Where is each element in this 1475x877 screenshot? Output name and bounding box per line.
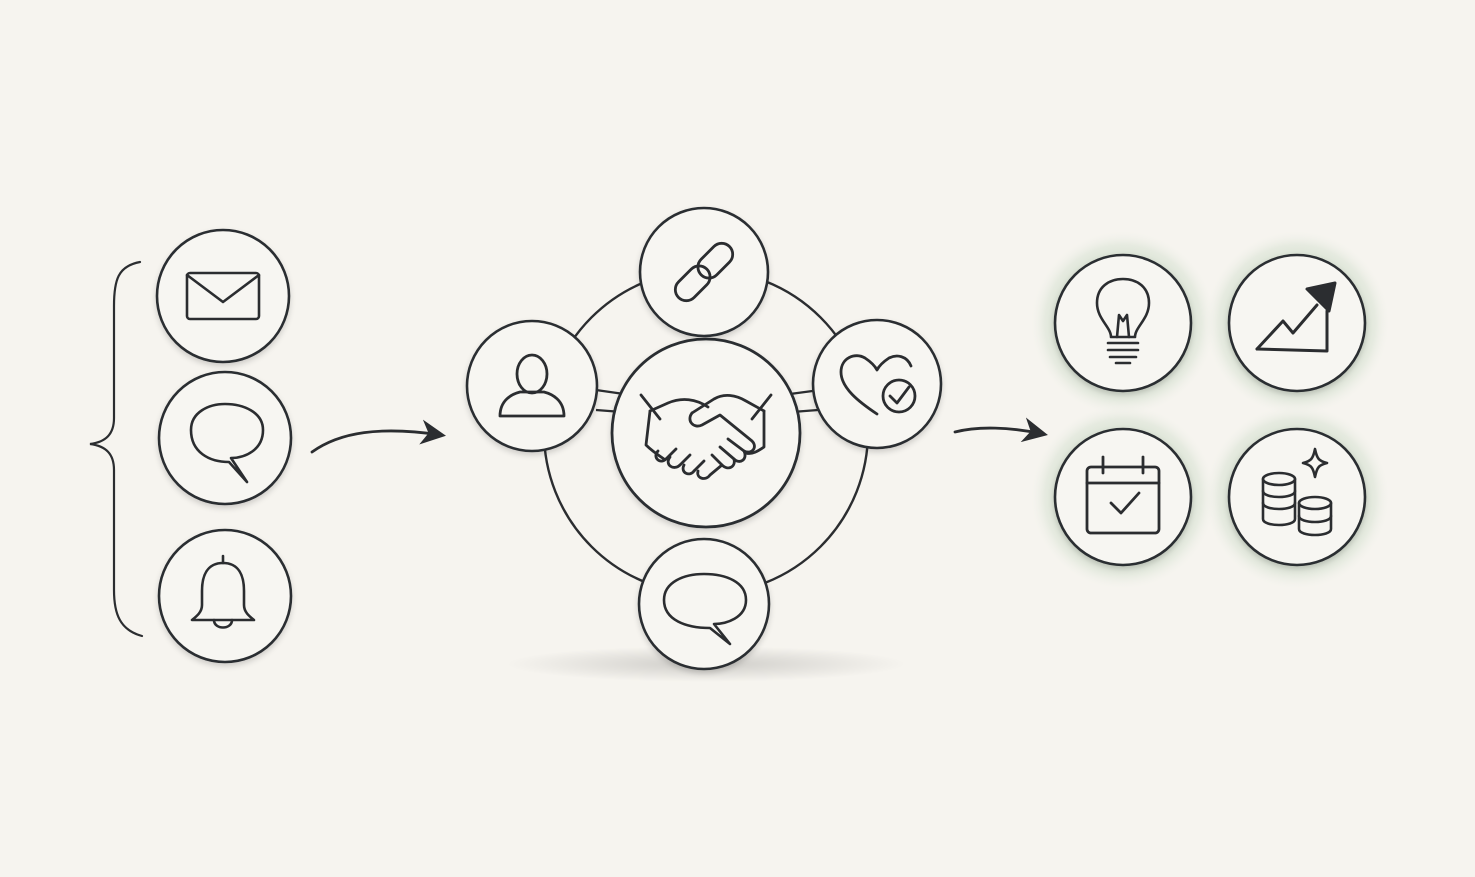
hub-node-care [811,318,943,450]
outcome-node-growth [1227,253,1367,393]
inputs-group [89,228,293,664]
hub-group [465,206,943,682]
calendar-check-icon [1085,455,1161,535]
outcomes-group [1031,231,1389,589]
handshake-icon [639,393,773,480]
hub-node-link [638,206,770,338]
bell-icon [190,554,256,629]
input-node-envelope [155,228,291,364]
hub-node-message [637,537,771,671]
hub-center-node [610,337,802,529]
envelope-icon [185,271,261,321]
inputs-bracket [89,260,144,638]
outcome-node-schedule [1053,427,1193,567]
outcome-node-revenue [1227,427,1367,567]
link-icon [673,241,735,303]
trend-up-icon [1255,281,1337,353]
speech-bubble-icon [189,402,265,484]
input-node-message [157,370,293,506]
outcome-node-idea [1053,253,1193,393]
person-icon [498,353,566,418]
lightbulb-icon [1095,277,1151,365]
flow-arrow-inputs-to-hub [310,419,446,454]
input-node-notification [157,528,293,664]
coins-sparkle-icon [1261,447,1333,537]
flow-arrow-hub-to-outcomes [953,417,1048,443]
heart-check-icon [839,354,917,416]
speech-bubble-icon [662,572,748,646]
hub-node-person [465,319,599,453]
